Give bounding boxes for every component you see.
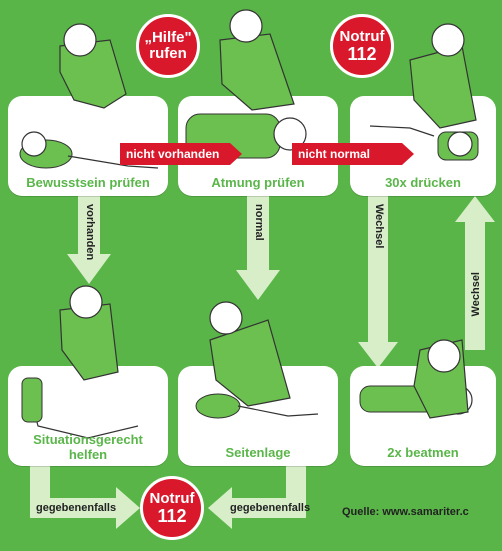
source-credit: Quelle: www.samariter.c	[342, 506, 469, 518]
hilfe-line1: „Hilfe"	[144, 30, 191, 46]
rescuer-icon-5	[210, 302, 290, 406]
rescuer-icon-1	[60, 24, 126, 108]
label-wechsel-up: Wechsel	[470, 272, 482, 316]
rescuer-icon-2	[220, 10, 294, 110]
label-gegebenenfalls-right: gegebenenfalls	[230, 502, 310, 514]
notruf-bottom-line2: 112	[157, 507, 186, 525]
notruf-top-line1: Notruf	[340, 29, 385, 45]
label-normal: normal	[253, 204, 265, 241]
label-vorhanden: vorhanden	[84, 204, 96, 260]
notruf-bottom-line1: Notruf	[150, 491, 195, 507]
rescuer-icon-6	[414, 340, 468, 418]
notruf-top-line2: 112	[347, 45, 376, 63]
notruf-top-badge: Notruf 112	[330, 14, 394, 78]
notruf-bottom-badge: Notruf 112	[140, 476, 204, 540]
hilfe-rufen-badge: „Hilfe" rufen	[136, 14, 200, 78]
rescuer-icon-4	[60, 286, 118, 380]
label-wechsel-down: Wechsel	[373, 204, 385, 248]
tag-nicht-vorhanden: nicht vorhanden	[120, 143, 230, 165]
tag-nicht-normal: nicht normal	[292, 143, 402, 165]
rescuer-icon-3	[410, 24, 476, 128]
label-gegebenenfalls-left: gegebenenfalls	[36, 502, 116, 514]
hilfe-line2: rufen	[149, 46, 187, 62]
